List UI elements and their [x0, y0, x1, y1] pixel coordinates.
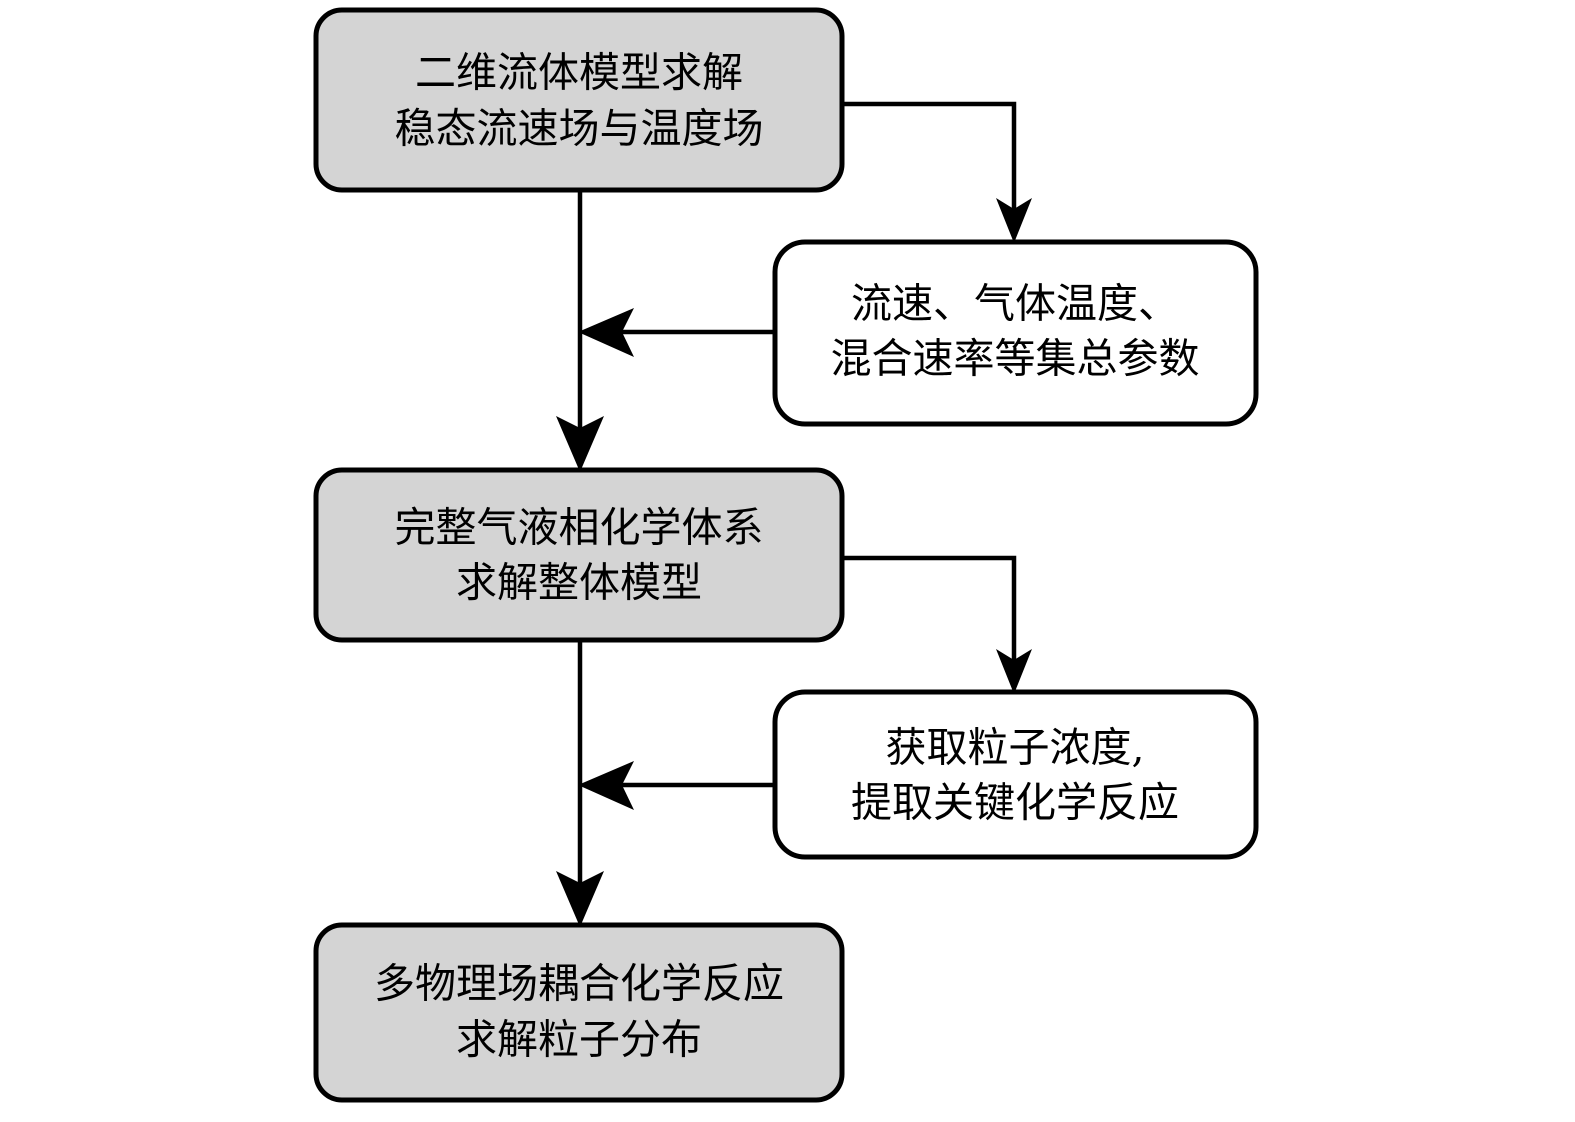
node-label-multiphysics-coupled-chemistry-line1: 多物理场耦合化学反应 [374, 960, 784, 1008]
node-lumped-parameters[interactable]: 流速、气体温度、 混合速率等集总参数 [772, 239, 1259, 427]
arrowhead-down-e6 [556, 871, 604, 927]
node-label-full-gas-liquid-chemistry-line1: 完整气液相化学体系 [395, 504, 764, 552]
node-species-concentration-extraction[interactable]: 获取粒子浓度, 提取关键化学反应 [772, 689, 1259, 860]
node-label-multiphysics-coupled-chemistry-line2: 求解粒子分布 [456, 1016, 702, 1064]
edge-line-e4 [842, 555, 1017, 678]
node-solve-fluid-model[interactable]: 二维流体模型求解 稳态流速场与温度场 [313, 7, 845, 193]
node-label-species-concentration-extraction-line2: 提取关键化学反应 [851, 779, 1179, 827]
node-shape-solve-fluid-model[interactable] [313, 7, 845, 193]
arrowhead-down-e3 [556, 416, 604, 472]
node-multiphysics-coupled-chemistry[interactable]: 多物理场耦合化学反应 求解粒子分布 [313, 922, 845, 1103]
node-shape-multiphysics-coupled-chemistry[interactable] [313, 922, 845, 1103]
node-shape-species-concentration-extraction[interactable] [772, 689, 1259, 860]
arrowhead-down-e1 [996, 198, 1032, 243]
arrowhead-down-e4 [996, 649, 1032, 694]
arrowhead-left-e2 [578, 308, 634, 357]
edge-line-e1 [842, 101, 1017, 227]
node-label-full-gas-liquid-chemistry-line2: 求解整体模型 [456, 559, 702, 607]
node-label-solve-fluid-model-line1: 二维流体模型求解 [415, 49, 743, 97]
edge-species-extraction-feedback-to-trunk [578, 761, 775, 810]
edge-solve-fluid-to-full-chemistry [556, 190, 604, 472]
edge-lumped-params-feedback-to-trunk [578, 308, 775, 357]
node-label-lumped-parameters-line2: 混合速率等集总参数 [831, 335, 1200, 383]
edge-full-chemistry-to-multiphysics [556, 640, 604, 927]
edge-full-chemistry-to-species-extraction [842, 555, 1032, 694]
node-shape-lumped-parameters[interactable] [772, 239, 1259, 427]
node-label-lumped-parameters-line1: 流速、气体温度、 [851, 280, 1179, 328]
node-label-species-concentration-extraction-line1: 获取粒子浓度, [885, 724, 1144, 772]
edge-solve-fluid-to-lumped-params [842, 101, 1032, 243]
node-full-gas-liquid-chemistry[interactable]: 完整气液相化学体系 求解整体模型 [313, 467, 845, 643]
arrowhead-left-e5 [578, 761, 634, 810]
node-label-solve-fluid-model-line2: 稳态流速场与温度场 [395, 105, 764, 153]
node-shape-full-gas-liquid-chemistry[interactable] [313, 467, 845, 643]
